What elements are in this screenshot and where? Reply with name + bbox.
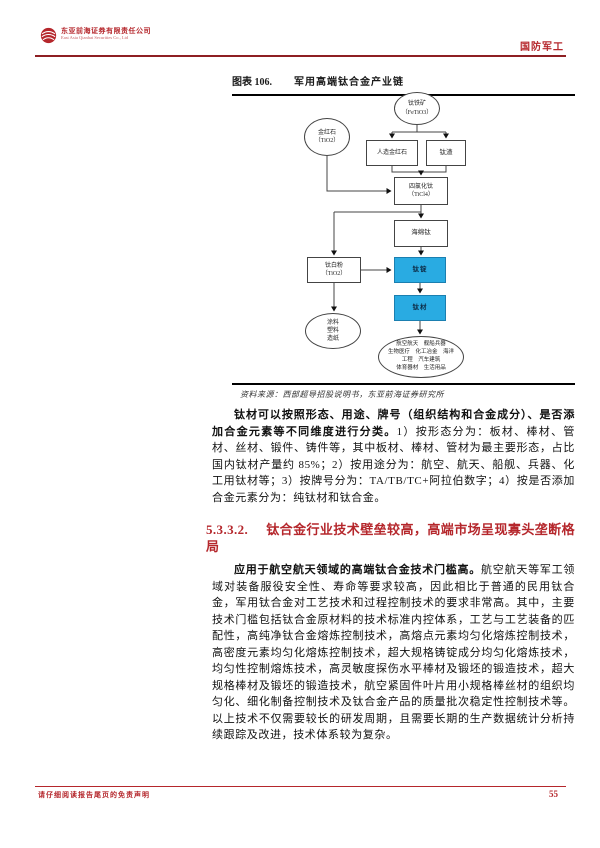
node-titanium-mill-products: 钛材 (394, 295, 446, 321)
paragraph-classification: 钛材可以按照形态、用途、牌号（组织结构和合金成分）、是否添加合金元素等不同维度进… (212, 407, 575, 506)
section-number: 5.3.3.2. (206, 522, 249, 537)
node-titanium-tetrachloride: 四氯化钛 （TiCl4） (394, 177, 448, 205)
paragraph-tech-barrier-lead: 应用于航空航天领域的高端钛合金技术门槛高。 (234, 564, 482, 576)
section-heading-text: 钛合金行业技术壁垒较高，高端市场呈现寡头垄断格局 (206, 522, 575, 554)
paragraph-tech-barrier-rest: 航空航天等军工领域对装备服役安全性、寿命等要求较高，因此相比于普通的民用钛合金，… (212, 564, 575, 741)
node-coating-plastic-paper: 涂料 塑料 造纸 (305, 313, 361, 349)
paragraph-tech-barrier: 应用于航空航天领域的高端钛合金技术门槛高。航空航天等军工领域对装备服役安全性、寿… (212, 562, 575, 744)
company-logo-icon (40, 27, 57, 44)
sector-tag: 国防军工 (520, 42, 564, 53)
header-rule (35, 55, 566, 57)
company-names: 东亚前海证券有限责任公司 East Asia Qianhai Securitie… (61, 27, 151, 40)
company-name-cn: 东亚前海证券有限责任公司 (61, 27, 151, 35)
node-end-applications: 航空航天 舰船兵器 生物医疗 化工冶金 海洋 工程 汽车建筑 体育器材 生活用品 (378, 336, 464, 378)
node-titanium-dioxide-powder: 钛白粉 （TiO2） (307, 257, 361, 283)
figure-bottom-rule (232, 383, 575, 385)
footer-rule (35, 786, 566, 787)
figure-label: 图表 106. (232, 77, 272, 88)
node-titanium-slag: 钛渣 (426, 140, 466, 166)
node-ilmenite: 钛铁矿 （FeTiO3） (394, 92, 440, 125)
footer-disclaimer: 请仔细阅读报告尾页的免责声明 (38, 791, 150, 799)
node-sponge-titanium: 海绵钛 (394, 220, 448, 247)
section-heading: 5.3.3.2.钛合金行业技术壁垒较高，高端市场呈现寡头垄断格局 (206, 521, 575, 555)
figure-title: 军用高端钛合金产业链 (294, 77, 404, 88)
page-number: 55 (549, 789, 558, 799)
paragraph-classification-rest: 1）按形态分为：板材、棒材、管材、丝材、锻件、铸件等，其中板材、棒材、管材为最主… (212, 425, 576, 504)
node-titanium-ingot: 钛锭 (394, 257, 446, 283)
figure-source: 资料来源：西部超导招股说明书，东亚前海证券研究所 (240, 390, 444, 399)
paragraph-classification-lead: 钛材可以按照形态、用途、牌号（组织结构和合金成分）、是否添加合金元素等不同维度进… (212, 409, 575, 438)
node-synthetic-rutile: 人造金红石 (366, 140, 418, 166)
company-name-en: East Asia Qianhai Securities Co., Ltd (61, 35, 129, 41)
node-rutile: 金红石 （TiO2） (304, 118, 350, 156)
figure-title-row: 图表 106. 军用高端钛合金产业链 (232, 72, 575, 96)
